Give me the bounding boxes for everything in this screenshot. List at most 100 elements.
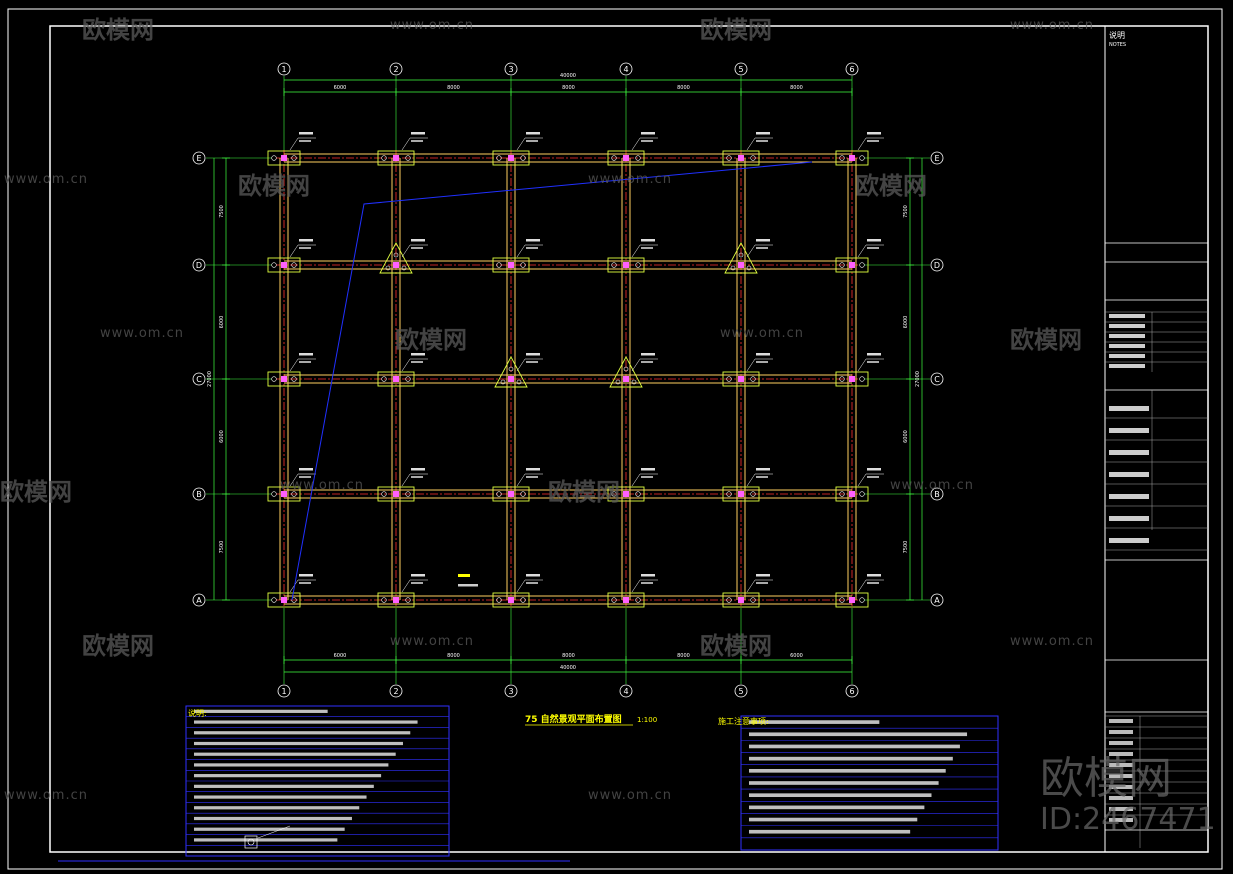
detail-symbol: [244, 835, 258, 849]
axis-bubble-right: [930, 487, 944, 501]
blue-reference-polyline: [291, 161, 813, 601]
grid-lines: [276, 150, 860, 608]
axis-bubble-right-label: A: [934, 596, 940, 605]
footing-tag-placeholder: [526, 468, 540, 471]
pile-mark: [635, 262, 641, 268]
column-footings: [267, 132, 884, 608]
footing-tag-placeholder: [756, 132, 770, 135]
axis-bubble-right-label: D: [934, 261, 940, 270]
pile-mark: [271, 491, 277, 497]
pile-mark: [611, 155, 617, 161]
footing-tag-placeholder: [756, 582, 768, 584]
leader-line: [289, 244, 299, 258]
notes-text-placeholder: [749, 829, 911, 834]
footing-tag-placeholder: [867, 140, 879, 142]
leader-line: [289, 579, 299, 593]
pile-mark: [271, 376, 277, 382]
leader-line: [746, 244, 756, 258]
leader-line: [857, 358, 867, 372]
pile-cap: [835, 371, 869, 387]
column-marker: [393, 262, 399, 268]
pile-mark: [738, 252, 744, 258]
pile-mark: [496, 155, 502, 161]
pile-mark: [839, 597, 845, 603]
footing-tag-placeholder: [299, 574, 313, 577]
column-marker: [393, 597, 399, 603]
pile-mark: [385, 265, 391, 271]
notes-text-placeholder: [194, 795, 367, 799]
pile-cap: [607, 150, 645, 166]
column-marker: [508, 597, 514, 603]
panel-text-placeholder: [1109, 324, 1145, 328]
axis-bubble-bottom-label: 3: [508, 687, 513, 696]
axis-bubble-bottom-label: 1: [281, 687, 286, 696]
pile-mark: [291, 262, 297, 268]
footing-tag-placeholder: [756, 476, 768, 478]
column-marker: [281, 262, 287, 268]
panel-header-cn: 说明: [1109, 30, 1125, 40]
footing-tag-placeholder: [411, 468, 425, 471]
footing-tag-placeholder: [299, 468, 313, 471]
pile-mark: [635, 597, 641, 603]
notes-left-title: 说明:: [188, 708, 207, 718]
pile-cap: [722, 150, 760, 166]
pile-mark: [381, 491, 387, 497]
column-marker: [393, 376, 399, 382]
notes-text-placeholder: [749, 805, 925, 810]
column-marker: [738, 262, 744, 268]
pile-cap: [492, 150, 530, 166]
axis-bubble-top-label: 3: [508, 65, 513, 74]
axis-bubble-top-label: 5: [738, 65, 743, 74]
triangular-pile-cap: [494, 356, 528, 388]
column-marker: [738, 597, 744, 603]
panel-text-placeholder: [1109, 472, 1149, 477]
footing-tag-placeholder: [299, 247, 311, 249]
footing-tag-placeholder: [526, 140, 538, 142]
notes-text-placeholder: [194, 838, 338, 842]
panel-text-placeholder: [1109, 807, 1133, 811]
panel-text-placeholder: [1109, 752, 1133, 756]
axis-bubble-left-label: B: [196, 490, 202, 499]
dim-span-label: 6000: [903, 430, 909, 443]
pile-mark: [839, 491, 845, 497]
footing-tag-placeholder: [526, 574, 540, 577]
notes-text-placeholder: [749, 756, 953, 761]
notes-text-placeholder: [194, 752, 396, 756]
axis-bubble-top-label: 2: [393, 65, 398, 74]
pile-cap: [607, 592, 645, 608]
footing-tag-placeholder: [526, 582, 538, 584]
column-marker: [849, 376, 855, 382]
column-marker: [738, 491, 744, 497]
footing-tag-placeholder: [867, 582, 879, 584]
pile-mark: [520, 155, 526, 161]
dim-span-label: 6000: [790, 653, 803, 659]
leader-line: [289, 358, 299, 372]
pile-mark: [405, 376, 411, 382]
axis-bubble-bottom-label: 6: [849, 687, 854, 696]
axis-bubble-top: [734, 62, 748, 76]
drawing-scale-text: 1:100: [637, 716, 657, 724]
pile-mark: [496, 597, 502, 603]
pile-mark: [635, 155, 641, 161]
notes-text-placeholder: [749, 744, 960, 749]
column-marker: [508, 155, 514, 161]
pile-mark: [730, 265, 736, 271]
leader-line: [857, 579, 867, 593]
footing-tag-placeholder: [867, 468, 881, 471]
panel-text-placeholder: [1109, 406, 1149, 411]
panel-text-placeholder: [1109, 763, 1133, 767]
footing-tag-placeholder: [411, 574, 425, 577]
drawing-frame: [7, 8, 1223, 870]
pile-mark: [401, 265, 407, 271]
axis-bubble-left-label: C: [196, 375, 202, 384]
pile-mark: [381, 376, 387, 382]
axis-bubble-bottom: [504, 684, 518, 698]
pile-mark: [750, 376, 756, 382]
pile-mark: [839, 155, 845, 161]
axis-bubble-right: [930, 372, 944, 386]
axis-bubble-left: [192, 593, 206, 607]
panel-text-placeholder: [1109, 334, 1145, 338]
notes-text-placeholder: [194, 731, 411, 735]
